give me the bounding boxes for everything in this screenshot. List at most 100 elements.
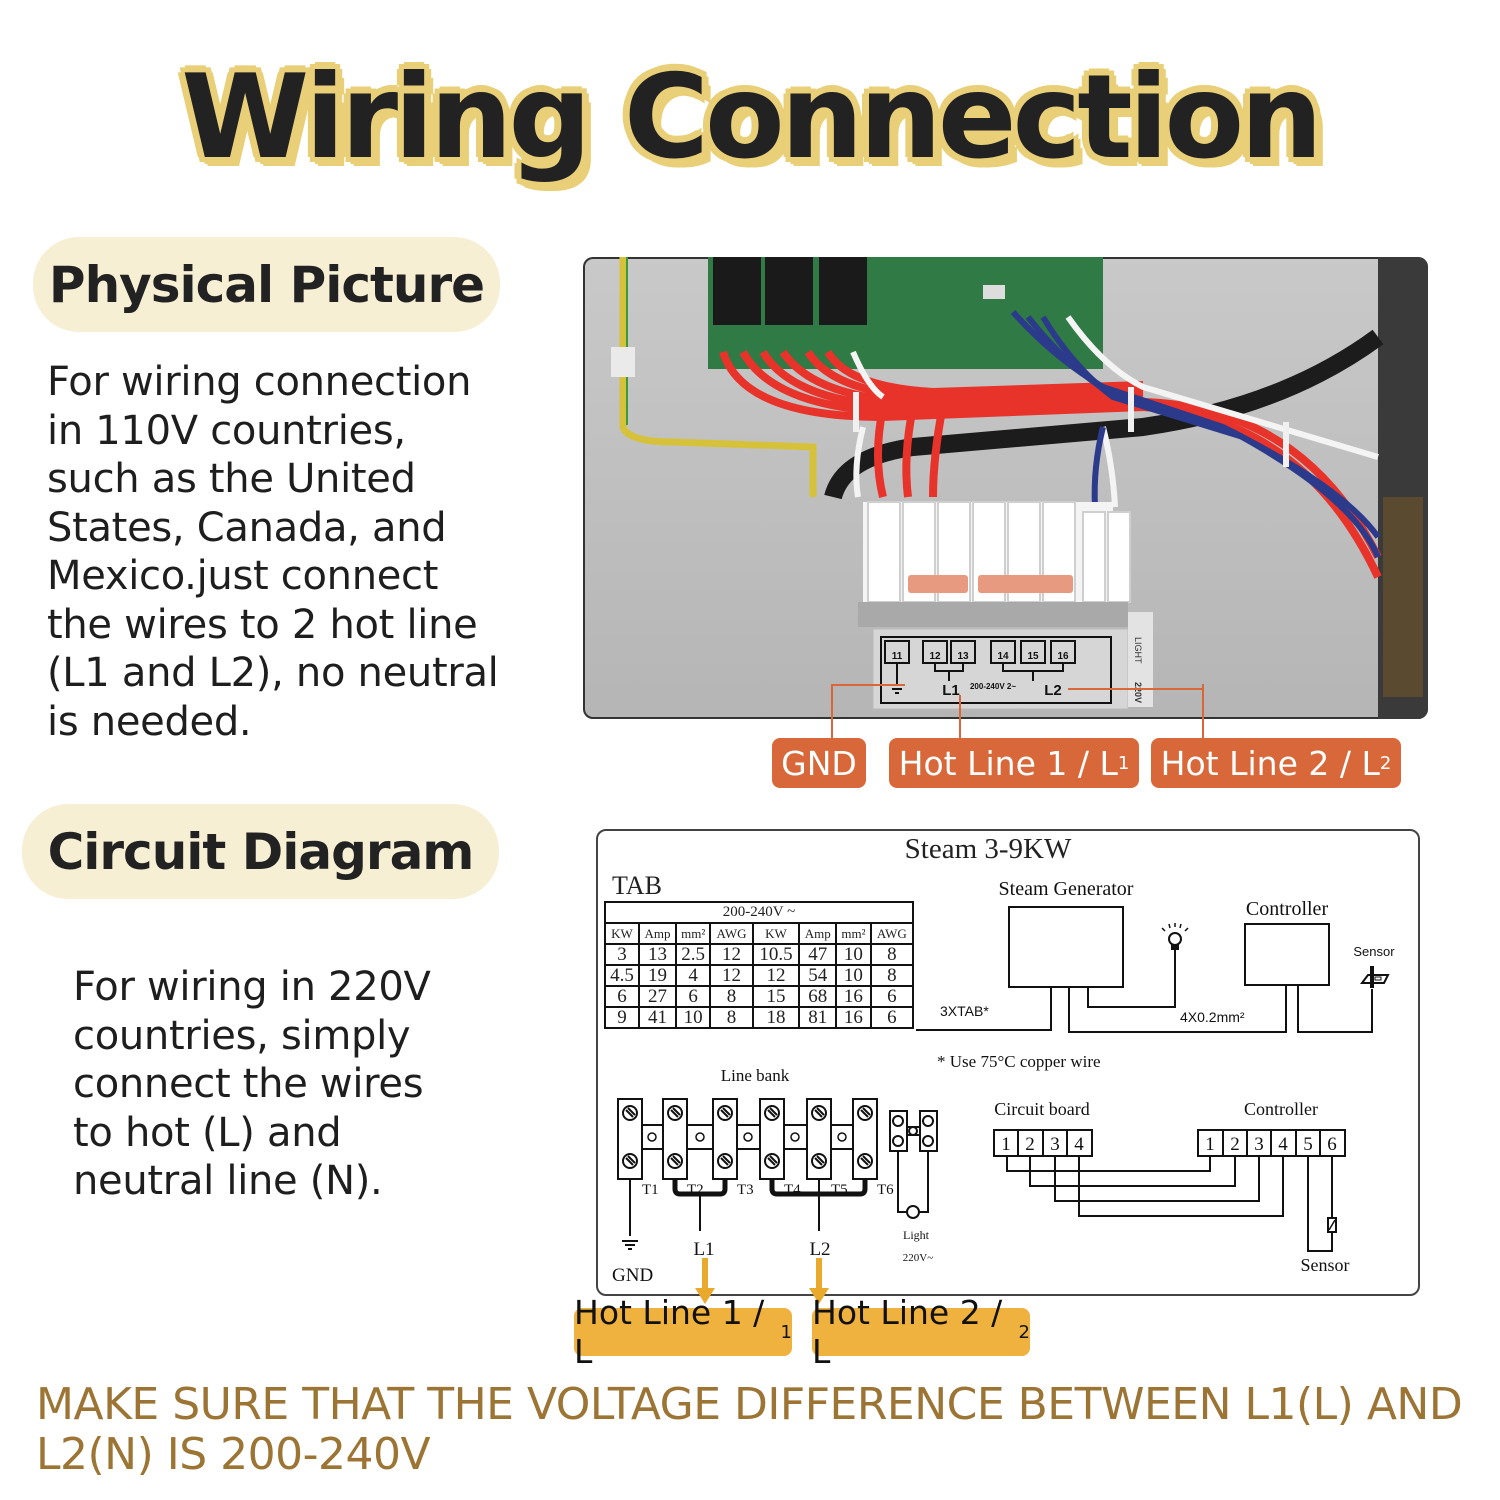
cable-tie — [853, 392, 859, 432]
table-cell: 4.5 — [604, 964, 640, 987]
arrow-l2-head — [809, 1288, 829, 1304]
sensor-label: Sensor — [1353, 944, 1395, 959]
circuit-board-connector — [993, 1129, 1093, 1157]
table-cell: 6 — [869, 1006, 915, 1029]
screw-slot — [860, 1155, 871, 1166]
tab-cable — [916, 987, 1052, 1031]
diagram-hot-line-2-subscript: 2 — [1018, 1321, 1030, 1343]
steam-generator-box — [1008, 906, 1124, 988]
label-plate — [872, 628, 1129, 710]
table-cell: 6 — [604, 985, 640, 1008]
circuit-diagram-heading: Circuit Diagram — [22, 804, 499, 899]
screw-slot — [814, 1155, 825, 1166]
text-line: States, Canada, and — [47, 504, 447, 551]
din-rail — [858, 602, 1128, 627]
screw-slot — [625, 1155, 636, 1166]
terminal-label: T5 — [831, 1182, 848, 1198]
hot-line-1-subscript: 1 — [1117, 752, 1130, 774]
circuit-board-pin: 2 — [1025, 1134, 1035, 1155]
text-line: to hot (L) and — [73, 1109, 342, 1156]
rail-hole — [790, 1132, 800, 1142]
table-column-header: KW — [604, 922, 640, 945]
controller-box — [1244, 923, 1330, 986]
cable-tie — [1283, 422, 1289, 467]
circuit-board-label: Circuit board — [994, 1099, 1089, 1119]
hot-line-2-text: Hot Line 2 / L — [1160, 743, 1380, 783]
controller-connector — [1197, 1129, 1346, 1157]
table-cell: 2.5 — [674, 943, 712, 966]
physical-picture-heading-text: Physical Picture — [48, 255, 485, 314]
controller-pin: 4 — [1278, 1134, 1288, 1155]
text-line: Mexico.just connect — [47, 553, 439, 599]
cable-tie — [1128, 387, 1134, 432]
relay — [765, 257, 813, 325]
jumper-bar-l2 — [978, 575, 1073, 593]
text-line: neutral line (N). — [73, 1158, 383, 1204]
control-wiring — [1006, 1156, 1337, 1252]
table-column-header: KW — [751, 922, 801, 945]
cable-4x-label: 4X0.2mm² — [1180, 1009, 1245, 1025]
diagram-title: Steam 3-9KW — [904, 833, 1072, 865]
ground-icon — [622, 1240, 638, 1250]
screw-slot — [814, 1107, 825, 1118]
circuit-diagram-heading-text: Circuit Diagram — [47, 822, 475, 881]
diagram-hot-line-1-text: Hot Line 1 / L — [574, 1293, 765, 1371]
cable-3xtab-label: 3XTAB* — [940, 1003, 989, 1019]
table-cell: 10.5 — [751, 943, 801, 966]
screw-slot — [625, 1107, 636, 1118]
physical-picture-description: For wiring connection in 110V countries,… — [47, 358, 567, 746]
wire-size-table: 200-240V ~ KW Amp mm² AWG KW Amp mm² AWG… — [604, 901, 915, 1029]
rail-holes — [647, 1132, 847, 1142]
label-220v: 220V — [1133, 682, 1143, 703]
white-wires — [850, 315, 1379, 508]
l2-label: L2 — [809, 1239, 830, 1260]
steam-generator-label: Steam Generator — [999, 878, 1134, 900]
table-cell: 8 — [869, 943, 915, 966]
controller-pin: 5 — [1303, 1134, 1313, 1155]
physical-picture-heading: Physical Picture — [33, 237, 500, 332]
text-line: (L1 and L2), no neutral — [47, 650, 499, 696]
table-column-header: Amp — [637, 922, 677, 945]
table-cell: 12 — [709, 964, 754, 987]
controller-pins-label: Controller — [1244, 1099, 1318, 1119]
blue-wires — [1010, 310, 1381, 559]
table-column-header: mm² — [674, 922, 712, 945]
table-cell: 9 — [604, 1006, 640, 1029]
rail-hole — [695, 1132, 705, 1142]
table-cell: 13 — [637, 943, 677, 966]
light-label-plate — [1128, 612, 1153, 707]
controller-label: Controller — [1246, 898, 1329, 920]
table-cell: 12 — [751, 964, 801, 987]
controller-pin: 1 — [1205, 1134, 1215, 1155]
ground-wire — [619, 257, 817, 497]
screw-slot — [720, 1155, 731, 1166]
label-terminal-number: 16 — [1057, 651, 1069, 662]
table-cell: 16 — [835, 1006, 872, 1029]
table-column-header: AWG — [869, 922, 915, 945]
table-cell: 8 — [709, 985, 754, 1008]
rail-hole — [837, 1132, 847, 1142]
label-terminal-number: 11 — [892, 651, 903, 662]
tab-title: TAB — [612, 871, 662, 900]
label-terminal-number: 13 — [957, 651, 969, 662]
table-cell: 81 — [798, 1006, 838, 1029]
screw-slot — [767, 1107, 778, 1118]
table-cell: 47 — [798, 943, 838, 966]
text-line: in 110V countries, — [47, 407, 406, 454]
arrow-l1-head — [695, 1288, 715, 1304]
terminal-label: T3 — [737, 1182, 754, 1198]
text-line: connect the wires — [73, 1061, 424, 1107]
terminal-label: T2 — [687, 1182, 704, 1198]
text-line: For wiring connection — [47, 359, 472, 405]
text-line: the wires to 2 hot line — [47, 601, 478, 648]
cabinet-hardware — [1383, 497, 1423, 697]
table-cell: 8 — [869, 964, 915, 987]
table-cell: 15 — [751, 985, 801, 1008]
black-cable — [824, 329, 1384, 500]
light-wire — [1087, 949, 1176, 1008]
